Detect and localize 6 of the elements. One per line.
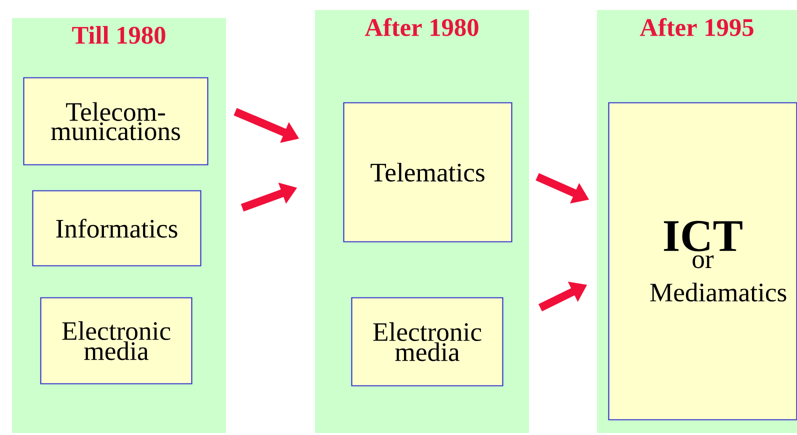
text-box: Electronic media	[351, 297, 504, 386]
text-box: Electronic media	[40, 297, 192, 384]
text-box: Telecom- munications	[23, 77, 208, 166]
text-box: Telematics	[343, 102, 512, 242]
text-box: Informatics	[32, 190, 202, 266]
text-box: ICT or Mediamatics	[608, 102, 797, 420]
